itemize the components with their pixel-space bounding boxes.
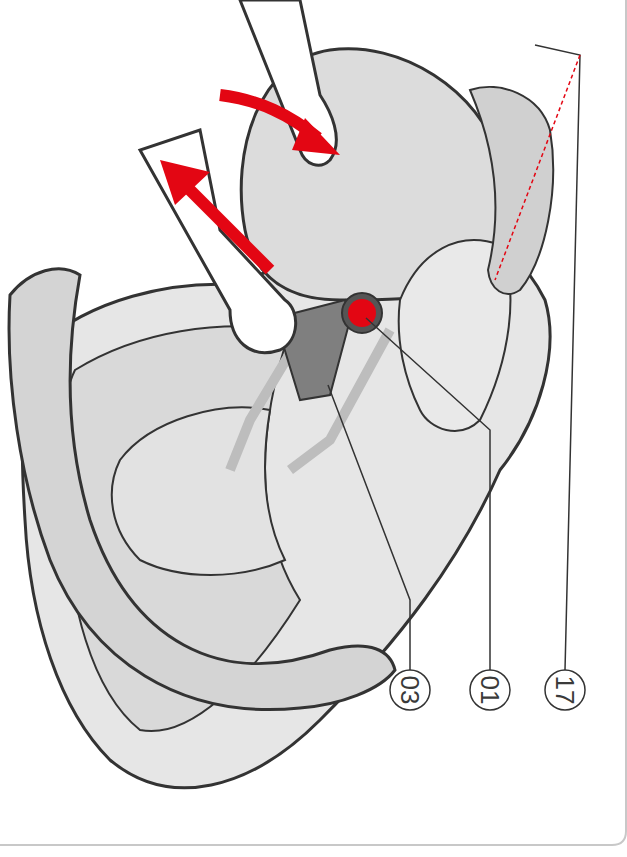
- leader-line: [535, 45, 580, 670]
- motion-arrow: [185, 185, 270, 270]
- callout-circle: [545, 670, 585, 710]
- leader-line: [495, 55, 580, 280]
- hand-pulling: [140, 130, 296, 353]
- leader-line: [366, 318, 490, 670]
- callout-number: 03: [390, 670, 430, 710]
- callout-circle: [390, 670, 430, 710]
- side-impact-protector: [470, 87, 553, 294]
- carry-handle: [9, 269, 395, 710]
- arrow-head: [292, 118, 340, 155]
- arrow-head: [160, 160, 210, 205]
- callout-number: 17: [545, 670, 585, 710]
- callout-circle: [470, 670, 510, 710]
- seat-cushion: [112, 407, 285, 575]
- callout-number: 01: [470, 670, 510, 710]
- leader-line: [328, 385, 410, 670]
